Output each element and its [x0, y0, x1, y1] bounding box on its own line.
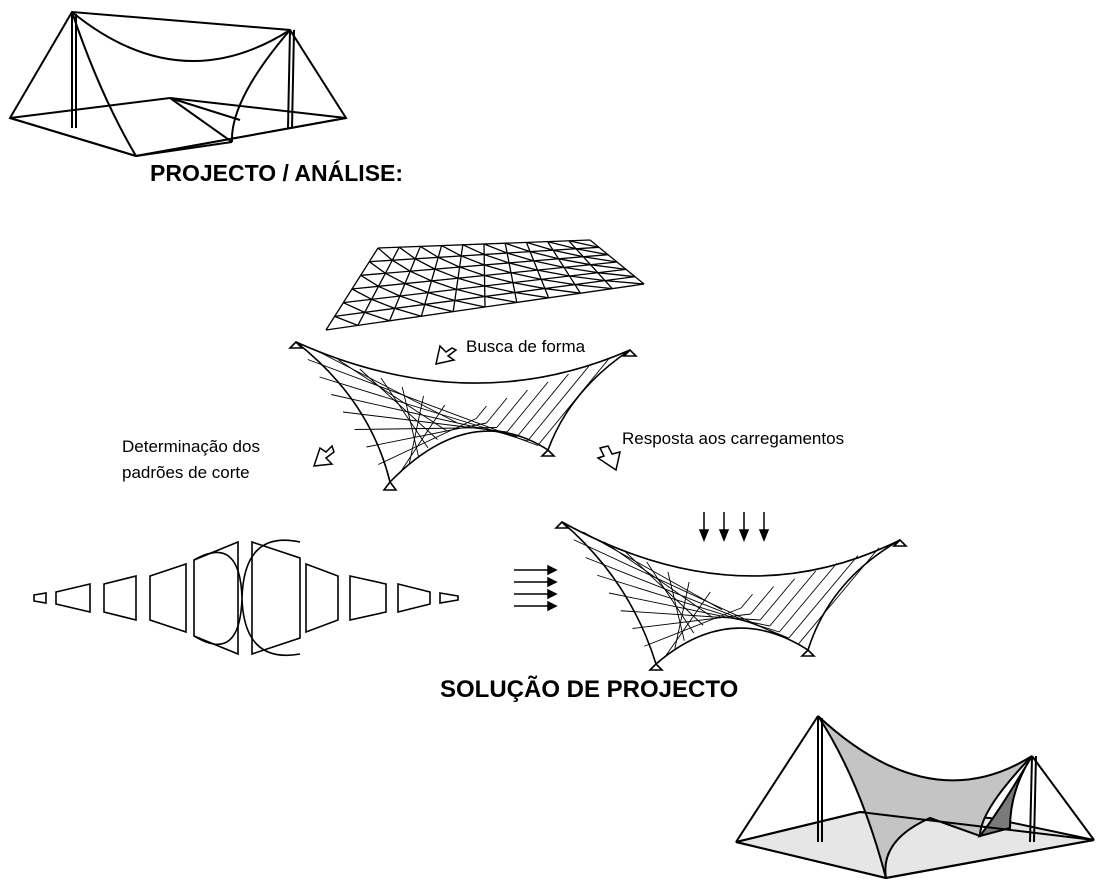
cutting-patterns-label-line1: Determinação dos [122, 437, 260, 456]
flow-arrows [514, 564, 558, 612]
load-arrows [698, 512, 770, 543]
arrow-icon [312, 344, 621, 472]
load-response-label: Resposta aos carregamentos [622, 429, 845, 448]
loaded-saddle [554, 520, 908, 671]
initial-tent-wireframe [8, 10, 348, 158]
final-tent [735, 715, 1095, 880]
cutting-patterns-label-line2: padrões de corte [122, 463, 250, 482]
analysis-heading: PROJECTO / ANÁLISE: [150, 160, 404, 186]
form-found-saddle [288, 340, 638, 491]
form-finding-label: Busca de forma [466, 337, 586, 356]
cutting-patterns [33, 539, 459, 656]
solution-heading: SOLUÇÃO DE PROJECTO [440, 676, 739, 703]
flat-mesh [325, 239, 645, 331]
